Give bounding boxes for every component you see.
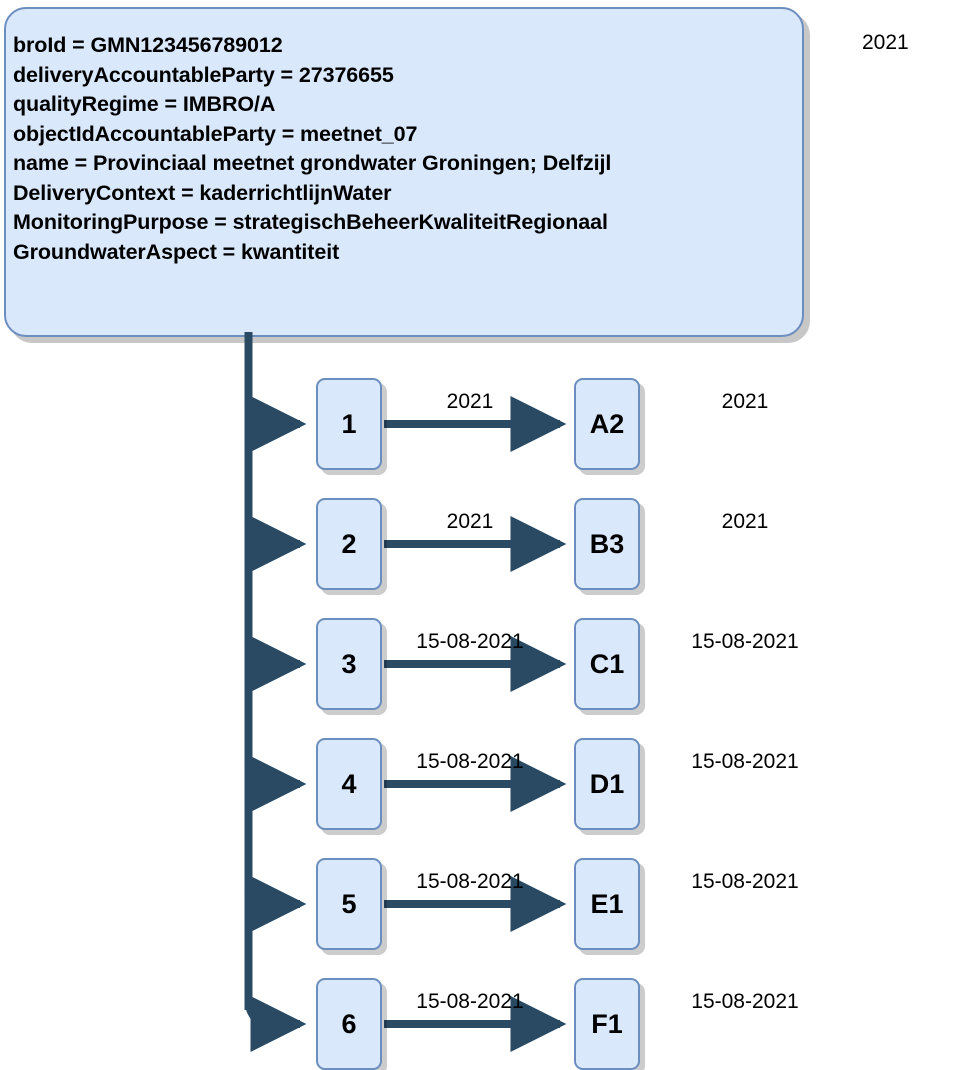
row-date-label-6: 15-08-2021	[691, 990, 799, 1013]
gmn-attribute-list: broId = GMN123456789012 deliveryAccounta…	[13, 31, 796, 267]
edge-label-2: 2021	[446, 510, 494, 533]
row-date-label-1: 2021	[721, 390, 769, 413]
source-node-6[interactable]: 6	[316, 978, 382, 1070]
header-year-label: 2021	[862, 31, 909, 54]
edge-label-3: 15-08-2021	[416, 630, 524, 653]
source-node-4[interactable]: 4	[316, 738, 382, 830]
row-date-label-2: 2021	[721, 510, 769, 533]
attribute-name: name = Provinciaal meetnet grondwater Gr…	[13, 151, 612, 175]
source-node-1[interactable]: 1	[316, 378, 382, 470]
branch-line-5	[244, 876, 307, 932]
target-node-d1[interactable]: D1	[574, 738, 640, 830]
branch-line-3	[244, 636, 307, 692]
attribute-monitoringpurpose: MonitoringPurpose = strategischBeheerKwa…	[13, 210, 608, 234]
target-node-c1[interactable]: C1	[574, 618, 640, 710]
edge-label-6: 15-08-2021	[416, 990, 524, 1013]
edge-label-1: 2021	[446, 390, 494, 413]
source-node-3[interactable]: 3	[316, 618, 382, 710]
target-node-b3[interactable]: B3	[574, 498, 640, 590]
attribute-qualityregime: qualityRegime = IMBRO/A	[13, 92, 276, 116]
source-node-2[interactable]: 2	[316, 498, 382, 590]
branch-line-4	[244, 756, 307, 812]
attribute-objectidaccountableparty: objectIdAccountableParty = meetnet_07	[13, 121, 418, 146]
branch-line-2	[244, 516, 307, 572]
attribute-deliverycontext: DeliveryContext = kaderrichtlijnWater	[13, 180, 392, 205]
row-date-label-5: 15-08-2021	[691, 870, 799, 893]
gmn-info-box[interactable]: broId = GMN123456789012 deliveryAccounta…	[4, 7, 804, 337]
edge-label-5: 15-08-2021	[416, 870, 524, 893]
source-node-5[interactable]: 5	[316, 858, 382, 950]
row-date-label-4: 15-08-2021	[691, 750, 799, 773]
attribute-deliveryaccountableparty: deliveryAccountableParty = 27376655	[13, 62, 394, 87]
edge-label-4: 15-08-2021	[416, 750, 524, 773]
row-date-label-3: 15-08-2021	[691, 630, 799, 653]
branch-line-1	[244, 396, 307, 452]
attribute-broid: broId = GMN123456789012	[13, 33, 283, 57]
attribute-groundwateraspect: GroundwaterAspect = kwantiteit	[13, 239, 340, 264]
target-node-a2[interactable]: A2	[574, 378, 640, 470]
target-node-e1[interactable]: E1	[574, 858, 640, 950]
target-node-f1[interactable]: F1	[574, 978, 640, 1070]
branch-line-6	[244, 996, 307, 1052]
